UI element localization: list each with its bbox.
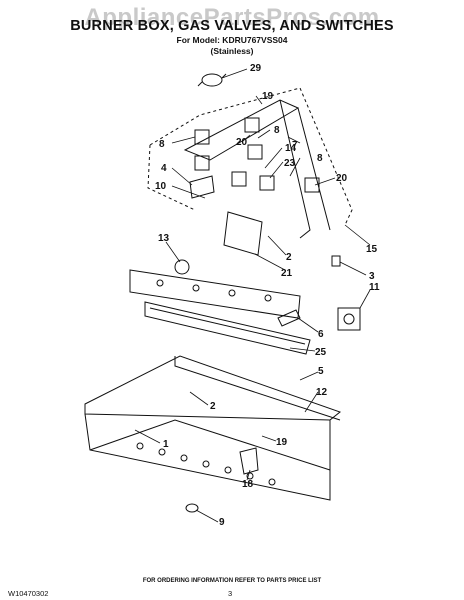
- callout: 10: [155, 181, 167, 192]
- callout: 14: [285, 143, 297, 154]
- model-line: For Model: KDRU767VSS04: [176, 35, 288, 45]
- callout: 19: [276, 437, 288, 448]
- callout: 8: [274, 125, 280, 136]
- callout: 25: [315, 347, 327, 358]
- diagram-title: BURNER BOX, GAS VALVES, AND SWITCHES: [70, 18, 394, 34]
- callout: 20: [336, 173, 348, 184]
- callout: 13: [158, 233, 170, 244]
- clip-part: [197, 73, 227, 87]
- callout: 21: [281, 268, 293, 279]
- callout: 29: [250, 63, 262, 74]
- callout: 4: [161, 163, 167, 174]
- callout: 12: [316, 387, 328, 398]
- watermark: AppliancePartsPros.com: [84, 4, 380, 31]
- callout: 15: [366, 244, 378, 255]
- callout: 6: [318, 329, 324, 340]
- callout: 11: [369, 282, 380, 293]
- callout: 23: [284, 158, 296, 169]
- callout: 9: [219, 517, 225, 528]
- callout: 3: [369, 271, 375, 282]
- document-number: W10470302: [8, 589, 49, 598]
- page-number: 3: [228, 589, 233, 598]
- callout: 18: [242, 479, 254, 490]
- finish-line: (Stainless): [210, 46, 254, 56]
- callout: 2: [210, 401, 216, 412]
- ordering-note: FOR ORDERING INFORMATION REFER TO PARTS …: [142, 578, 322, 584]
- callout: 1: [163, 439, 169, 450]
- callout: 8: [317, 153, 323, 164]
- callout-labels: 29 19 7 8 20 8 14 23 8 20 4 10 13 2 21 1…: [155, 63, 380, 528]
- callout: 7: [292, 140, 298, 151]
- callout: 19: [262, 91, 274, 102]
- callout: 8: [159, 139, 165, 150]
- callout: 20: [236, 137, 248, 148]
- callout: 5: [318, 366, 324, 377]
- callout: 2: [286, 252, 292, 263]
